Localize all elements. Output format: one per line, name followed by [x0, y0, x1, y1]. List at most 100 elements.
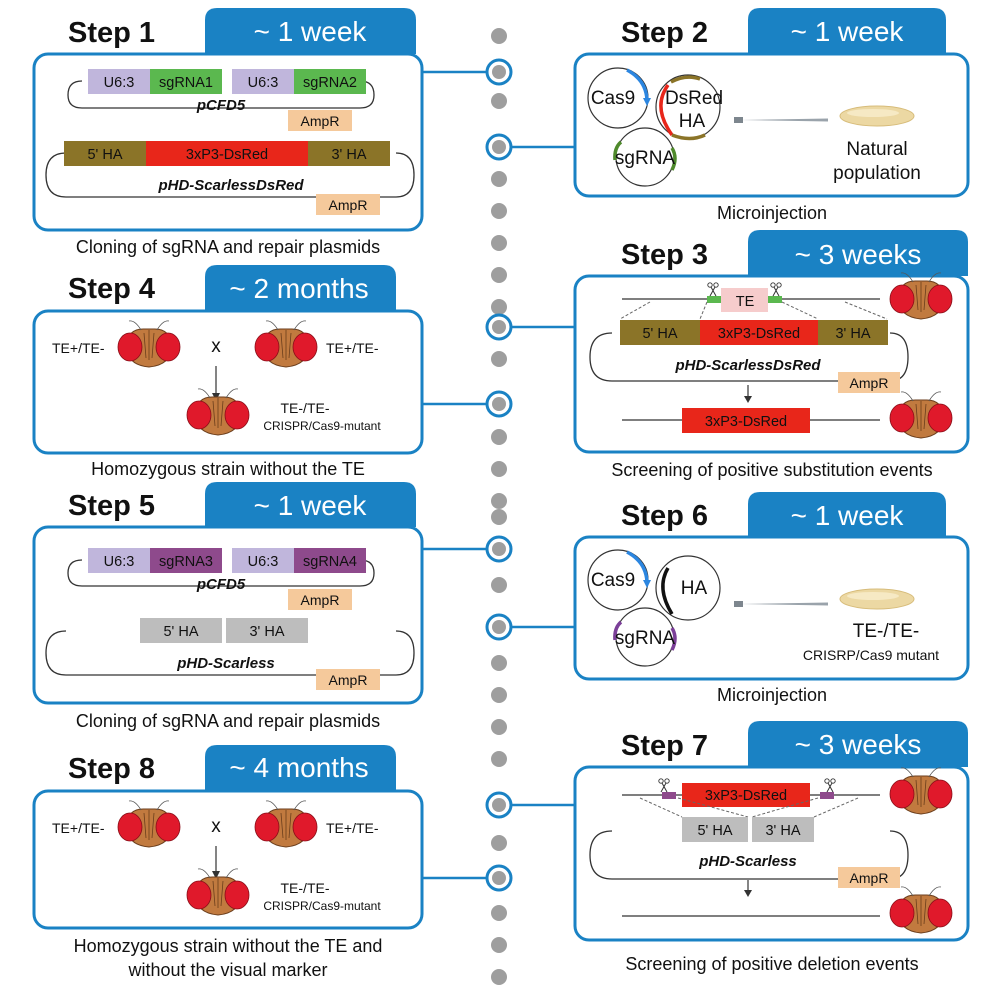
u63-segment — [88, 69, 150, 94]
timeline-dot — [491, 28, 507, 44]
ha3-segment — [818, 320, 888, 345]
timeline-dot — [491, 171, 507, 187]
plasmid-backbone — [589, 830, 909, 880]
step-title: Step 7 — [621, 730, 708, 762]
u63-label: U6:3 — [248, 75, 279, 91]
cut-site — [662, 792, 676, 799]
plasmid-name: pCFD5 — [196, 97, 246, 114]
dsred-label: 3xP3-DsRed — [718, 326, 800, 342]
duration-label: ~ 1 week — [254, 16, 368, 47]
timeline-dot — [491, 577, 507, 593]
step-title: Step 4 — [68, 273, 155, 305]
timeline-dot — [491, 493, 507, 509]
ampr-segment — [316, 669, 380, 690]
step-caption: Homozygous strain without the TE and — [74, 936, 383, 956]
cas9-arrow — [626, 68, 649, 101]
step-title: Step 1 — [68, 17, 155, 49]
plasmid-backbone — [67, 559, 375, 587]
sgrna3-label: sgRNA3 — [159, 554, 213, 570]
ha3-label: 3' HA — [249, 624, 284, 640]
duration-badge — [748, 8, 946, 54]
step-1: Step 1 ~ 1 week U6:3 sgRNA1 U6:3 sgRNA2 … — [32, 8, 424, 257]
step-panel — [573, 765, 970, 942]
sgrna4-label: sgRNA4 — [303, 554, 357, 570]
sgrna3-segment — [150, 548, 222, 573]
plasmid-backbone — [45, 630, 415, 676]
cas9-label: Cas9 — [591, 88, 635, 109]
u63-segment — [88, 548, 150, 573]
ha5-label: 5' HA — [87, 147, 122, 163]
ampr-label: AmpR — [329, 672, 368, 688]
u63-label: U6:3 — [104, 554, 135, 570]
homology-guide — [639, 797, 683, 818]
timeline-dot — [491, 937, 507, 953]
ha5-segment — [140, 618, 222, 643]
te-label: TE — [736, 294, 755, 310]
sgrna4-segment — [294, 548, 366, 573]
step-3: Step 3 ~ 3 weeks TE 5' HA 3xP3-DsRed 3' … — [573, 230, 970, 480]
duration-label: ~ 4 months — [229, 752, 368, 783]
dsred-segment — [682, 408, 810, 433]
homology-guide — [751, 797, 819, 818]
duration-label: ~ 1 week — [791, 500, 905, 531]
step-caption: without the visual marker — [127, 960, 327, 980]
te-segment — [721, 288, 768, 312]
dsred-label: 3xP3-DsRed — [705, 788, 787, 804]
timeline-dot — [491, 687, 507, 703]
dsred-arc — [659, 83, 674, 137]
ampr-segment — [838, 867, 900, 888]
population-label: population — [833, 163, 921, 184]
homology-guide — [781, 301, 819, 320]
genotype-label: TE+/TE- — [326, 340, 379, 356]
duration-badge — [205, 265, 396, 311]
step-title: Step 5 — [68, 490, 155, 522]
sgrna-arrow — [613, 140, 623, 161]
duration-label: ~ 3 weeks — [795, 729, 922, 760]
ampr-label: AmpR — [301, 592, 340, 608]
duration-badge — [748, 492, 946, 537]
ha5-segment — [620, 320, 700, 345]
u63-segment — [232, 69, 294, 94]
plasmid-name: pCFD5 — [196, 576, 246, 593]
ha5-segment — [64, 141, 146, 166]
ha3-segment — [308, 141, 390, 166]
ampr-segment — [288, 589, 352, 610]
step-caption: Screening of positive deletion events — [625, 954, 918, 974]
step-caption: Cloning of sgRNA and repair plasmids — [76, 711, 380, 731]
sgrna1-label: sgRNA1 — [159, 75, 213, 91]
timeline-dot — [491, 835, 507, 851]
step-title: Step 3 — [621, 239, 708, 271]
cut-site — [707, 296, 721, 303]
timeline-dot — [491, 509, 507, 525]
ampr-label: AmpR — [850, 870, 889, 886]
ha5-label: 5' HA — [642, 326, 677, 342]
timeline — [491, 28, 507, 985]
sgrna2-label: sgRNA2 — [303, 75, 357, 91]
homology-guide — [619, 301, 651, 320]
population-label: Natural — [846, 139, 907, 160]
timeline-dot — [491, 235, 507, 251]
plasmid-backbone — [589, 332, 909, 382]
ha5-segment — [682, 817, 748, 842]
homology-guide — [844, 301, 888, 320]
homology-guide — [677, 797, 749, 818]
ha3-label: 3' HA — [765, 823, 800, 839]
mutant-label: CRISPR/Cas9-mutant — [263, 419, 381, 433]
duration-badge — [748, 721, 968, 767]
timeline-dot — [491, 719, 507, 735]
ha-label: HA — [681, 578, 708, 599]
timeline-dot — [491, 655, 507, 671]
plasmid-backbone — [45, 152, 415, 198]
ampr-segment — [288, 110, 352, 131]
ha-arc — [671, 133, 706, 141]
dsred-segment — [146, 141, 308, 166]
cut-site — [820, 792, 834, 799]
cut-site — [768, 296, 782, 303]
duration-badge — [205, 745, 396, 791]
mutant-label: CRISRP/Cas9 mutant — [803, 647, 939, 663]
timeline-dot — [491, 267, 507, 283]
sgrna-label: sgRNA — [615, 148, 676, 169]
embryo-icon — [839, 588, 915, 610]
ampr-segment — [316, 194, 380, 215]
